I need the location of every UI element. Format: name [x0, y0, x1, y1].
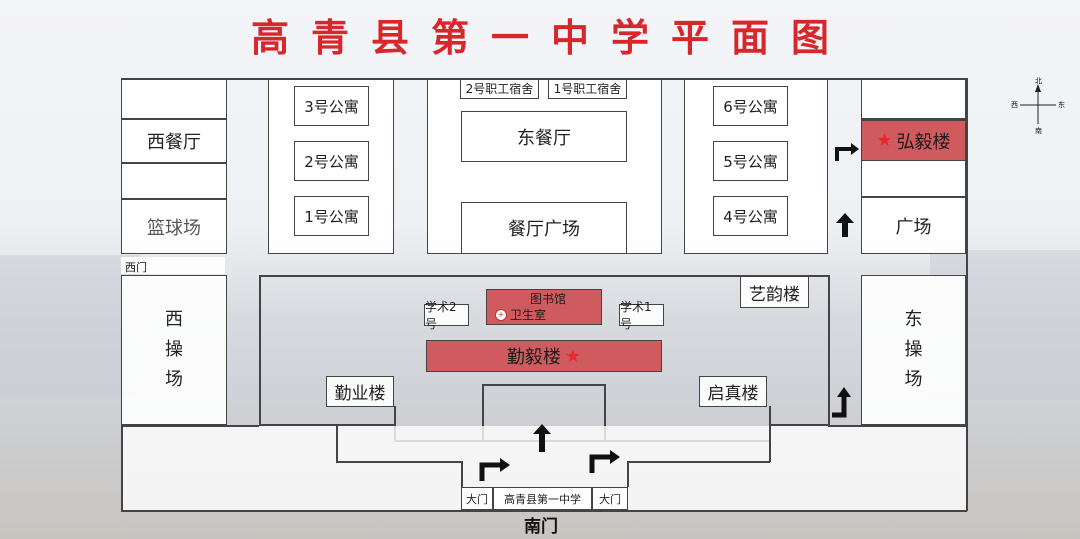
clinic-label: 卫生室	[510, 308, 547, 322]
hongyi-building-label: 弘毅楼	[896, 131, 951, 153]
west-gate-label: 西门	[125, 261, 147, 274]
dining-square[interactable]: 餐厅广场	[461, 202, 627, 254]
arrow-up-icon	[836, 213, 854, 237]
arrow-turn-right-icon	[588, 447, 622, 473]
compass-icon	[1020, 84, 1056, 124]
arrow-up-icon	[533, 424, 551, 452]
campus-boundary	[121, 78, 966, 80]
apartment-6[interactable]: 6号公寓	[713, 86, 788, 126]
south-gate-label: 南门	[524, 517, 558, 537]
library-label: 图书馆	[529, 292, 566, 306]
compass-north: 北	[1035, 77, 1042, 85]
gate-left[interactable]: 大门	[461, 487, 493, 510]
star-icon: ★	[564, 345, 582, 367]
east-sports-field[interactable]: 东 操 场	[861, 275, 966, 425]
west-sports-field[interactable]: 西 操 场	[121, 275, 227, 425]
compass-rose: 北 南 西 东	[1010, 76, 1066, 136]
apartment-5[interactable]: 5号公寓	[713, 141, 788, 181]
apartment-3[interactable]: 3号公寓	[294, 86, 369, 126]
school-gate-name: 高青县第一中学	[493, 487, 592, 510]
arrow-turn-up-icon	[828, 385, 854, 419]
qizhen-building[interactable]: 启真楼	[699, 376, 767, 407]
academic-hall-2[interactable]: 学术2号	[424, 300, 469, 331]
apartment-2[interactable]: 2号公寓	[294, 141, 369, 181]
arrow-turn-right-icon	[478, 455, 512, 481]
academic-hall-1[interactable]: 学术1号	[619, 300, 664, 331]
east-square[interactable]: 广场	[895, 216, 932, 238]
west-dining-block	[121, 78, 227, 254]
east-top-block	[861, 78, 966, 254]
apartment-1[interactable]: 1号公寓	[294, 196, 369, 236]
gate-right[interactable]: 大门	[592, 487, 628, 510]
arrow-turn-right-icon	[834, 141, 860, 161]
west-gate-road	[121, 257, 225, 274]
compass-east: 东	[1058, 101, 1065, 109]
apartment-4[interactable]: 4号公寓	[713, 196, 788, 236]
library[interactable]: 图书馆 + 卫生室	[486, 289, 602, 325]
qinyi-building-label: 勤毅楼	[506, 347, 561, 368]
compass-south: 南	[1035, 127, 1042, 135]
west-dining-hall[interactable]: 西餐厅	[147, 131, 201, 153]
basketball-court[interactable]: 篮球场	[147, 217, 201, 239]
qinyi-building[interactable]: 勤毅楼 ★	[426, 340, 662, 372]
clinic-row: + 卫生室	[495, 307, 546, 323]
star-icon: ★	[876, 130, 893, 151]
staff-dorm-2[interactable]: 2号职工宿舍	[460, 78, 539, 99]
clinic-icon: +	[495, 309, 507, 321]
teaching-area-outline	[259, 275, 829, 277]
qinye-building[interactable]: 勤业楼	[326, 376, 394, 407]
yiyun-building[interactable]: 艺韵楼	[740, 276, 809, 308]
hongyi-building[interactable]: ★ 弘毅楼	[861, 120, 966, 161]
background-building	[0, 255, 140, 395]
east-dining-hall[interactable]: 东餐厅	[461, 111, 627, 162]
compass-west: 西	[1011, 101, 1018, 109]
page-title: 高青县第一中学平面图	[250, 15, 851, 60]
staff-dorm-1[interactable]: 1号职工宿舍	[548, 78, 627, 99]
